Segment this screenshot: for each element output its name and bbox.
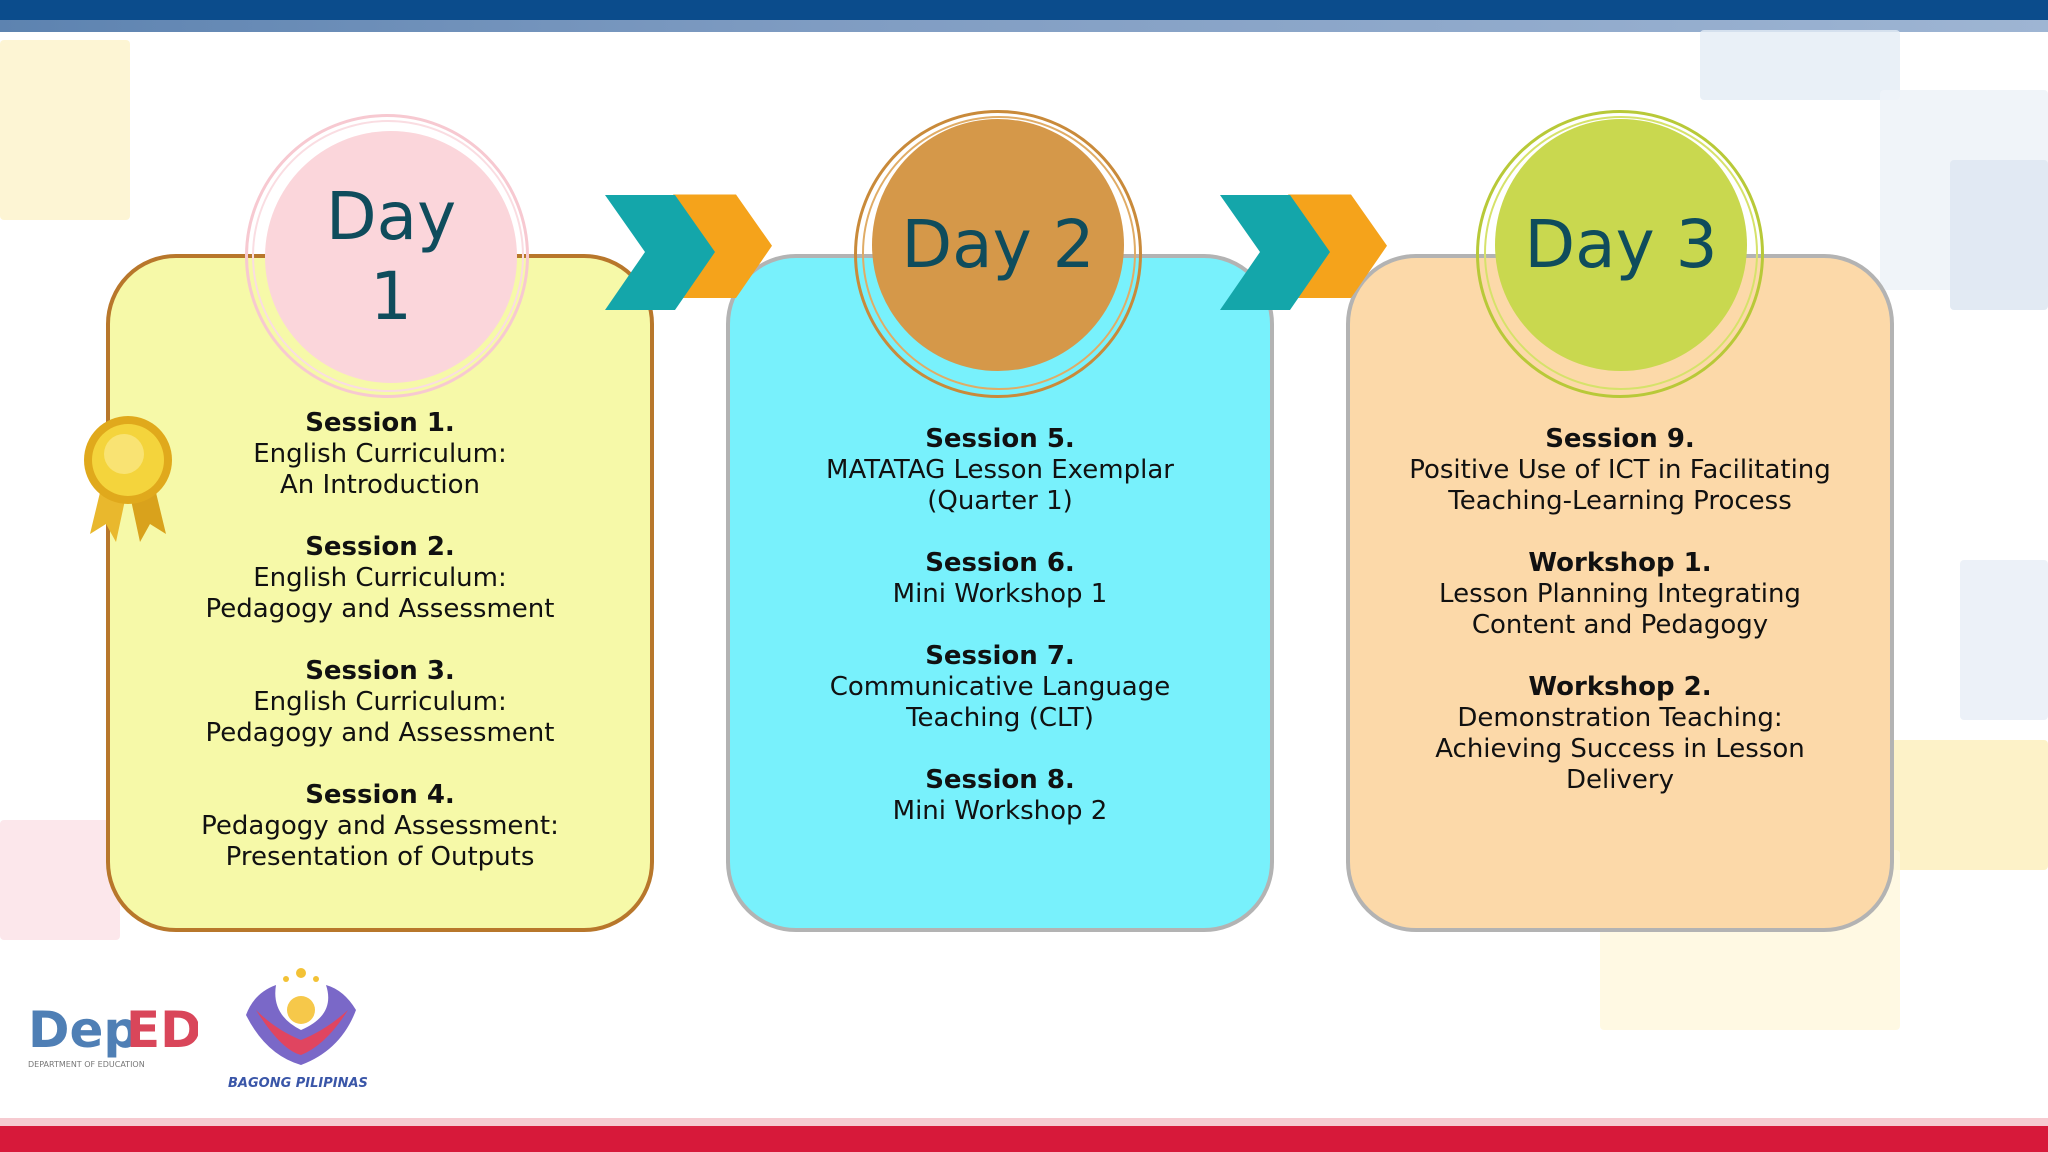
session-text: Teaching (CLT): [906, 703, 1094, 733]
session-text: An Introduction: [280, 470, 480, 500]
session-text: Pedagogy and Assessment: [205, 594, 555, 624]
session-block: Session 1. English Curriculum: An Introd…: [106, 408, 654, 501]
session-heading: Session 6.: [925, 548, 1075, 578]
bottom-bar: [0, 1126, 2048, 1152]
bagong-pilipinas-mark: BAGONG PILIPINAS: [228, 968, 368, 1091]
bg-decoration: [1950, 160, 2048, 310]
session-text: Pedagogy and Assessment:: [201, 811, 559, 841]
day-2-title: Day 2: [901, 206, 1095, 283]
session-text: Mini Workshop 2: [892, 796, 1108, 826]
brush-ring: [854, 110, 1142, 398]
session-text: Achieving Success in Lesson: [1435, 734, 1805, 764]
medal-icon: [84, 416, 172, 542]
session-block: Session 5. MATATAG Lesson Exemplar (Quar…: [726, 424, 1274, 517]
session-text: Lesson Planning Integrating: [1439, 579, 1801, 609]
day-3-title: Day 3: [1524, 206, 1718, 283]
day-2-sessions: Session 5. MATATAG Lesson Exemplar (Quar…: [726, 424, 1274, 858]
svg-text:ED: ED: [126, 1001, 198, 1059]
day-3-sessions: Session 9. Positive Use of ICT in Facili…: [1346, 424, 1894, 827]
session-block: Session 7. Communicative Language Teachi…: [726, 641, 1274, 734]
day-1-sessions: Session 1. English Curriculum: An Introd…: [106, 408, 654, 904]
session-block: Workshop 1. Lesson Planning Integrating …: [1346, 548, 1894, 641]
session-text: MATATAG Lesson Exemplar: [826, 455, 1174, 485]
session-text: Positive Use of ICT in Facilitating: [1409, 455, 1831, 485]
brush-ring: [252, 120, 524, 392]
session-block: Session 9. Positive Use of ICT in Facili…: [1346, 424, 1894, 517]
session-block: Session 8. Mini Workshop 2: [726, 765, 1274, 827]
top-bar: [0, 0, 2048, 20]
bg-decoration: [0, 40, 130, 220]
session-block: Session 2. English Curriculum: Pedagogy …: [106, 532, 654, 625]
session-text: Teaching-Learning Process: [1448, 486, 1792, 516]
day-2-badge: Day 2: [872, 119, 1124, 371]
session-text: Communicative Language: [829, 672, 1171, 702]
bg-decoration: [1700, 30, 1900, 100]
brush-ring: [245, 114, 529, 398]
session-text: Pedagogy and Assessment: [205, 718, 555, 748]
session-heading: Session 3.: [305, 656, 455, 686]
session-text: Delivery: [1566, 765, 1674, 795]
session-text: English Curriculum:: [253, 563, 507, 593]
deped-logo-mark: Dep ED DEPARTMENT OF EDUCATION: [28, 1001, 202, 1069]
bg-decoration: [1870, 740, 2048, 870]
bottom-bar-accent: [0, 1118, 2048, 1126]
session-heading: Workshop 2.: [1528, 672, 1712, 702]
session-heading: Session 9.: [1545, 424, 1695, 454]
brush-ring: [862, 116, 1136, 390]
session-text: English Curriculum:: [253, 687, 507, 717]
day-1-badge: Day 1: [265, 131, 517, 383]
session-block: Session 3. English Curriculum: Pedagogy …: [106, 656, 654, 749]
top-bar-accent: [0, 20, 2048, 32]
svg-text:Dep: Dep: [28, 1001, 139, 1059]
session-block: Workshop 2. Demonstration Teaching: Achi…: [1346, 672, 1894, 796]
deped-logo: Dep ED DEPARTMENT OF EDUCATION: [28, 995, 202, 1075]
session-text: Presentation of Outputs: [225, 842, 535, 872]
svg-text:DEPARTMENT OF EDUCATION: DEPARTMENT OF EDUCATION: [28, 1060, 145, 1069]
session-text: Demonstration Teaching:: [1457, 703, 1783, 733]
day-1-title-line: Day: [325, 178, 457, 255]
session-text: Content and Pedagogy: [1471, 610, 1769, 640]
session-heading: Session 1.: [305, 408, 455, 438]
day-1-title-line: 1: [369, 258, 412, 335]
chevron-arrow-icon: [605, 194, 772, 310]
session-text: Mini Workshop 1: [892, 579, 1108, 609]
bagong-pilipinas-logo: BAGONG PILIPINAS: [226, 955, 376, 1093]
session-text: (Quarter 1): [927, 486, 1073, 516]
session-heading: Session 8.: [925, 765, 1075, 795]
session-heading: Workshop 1.: [1528, 548, 1712, 578]
session-heading: Session 4.: [305, 780, 455, 810]
session-block: Session 4. Pedagogy and Assessment: Pres…: [106, 780, 654, 873]
brush-ring: [1484, 116, 1758, 390]
session-heading: Session 7.: [925, 641, 1075, 671]
brush-ring: [1476, 110, 1764, 398]
bagong-pilipinas-text: BAGONG PILIPINAS: [228, 1076, 368, 1091]
session-heading: Session 5.: [925, 424, 1075, 454]
chevron-arrow-icon: [1220, 194, 1387, 310]
session-block: Session 6. Mini Workshop 1: [726, 548, 1274, 610]
day-3-badge: Day 3: [1495, 119, 1747, 371]
session-text: English Curriculum:: [253, 439, 507, 469]
bg-decoration: [1960, 560, 2048, 720]
session-heading: Session 2.: [305, 532, 455, 562]
bg-decoration: [0, 820, 120, 940]
